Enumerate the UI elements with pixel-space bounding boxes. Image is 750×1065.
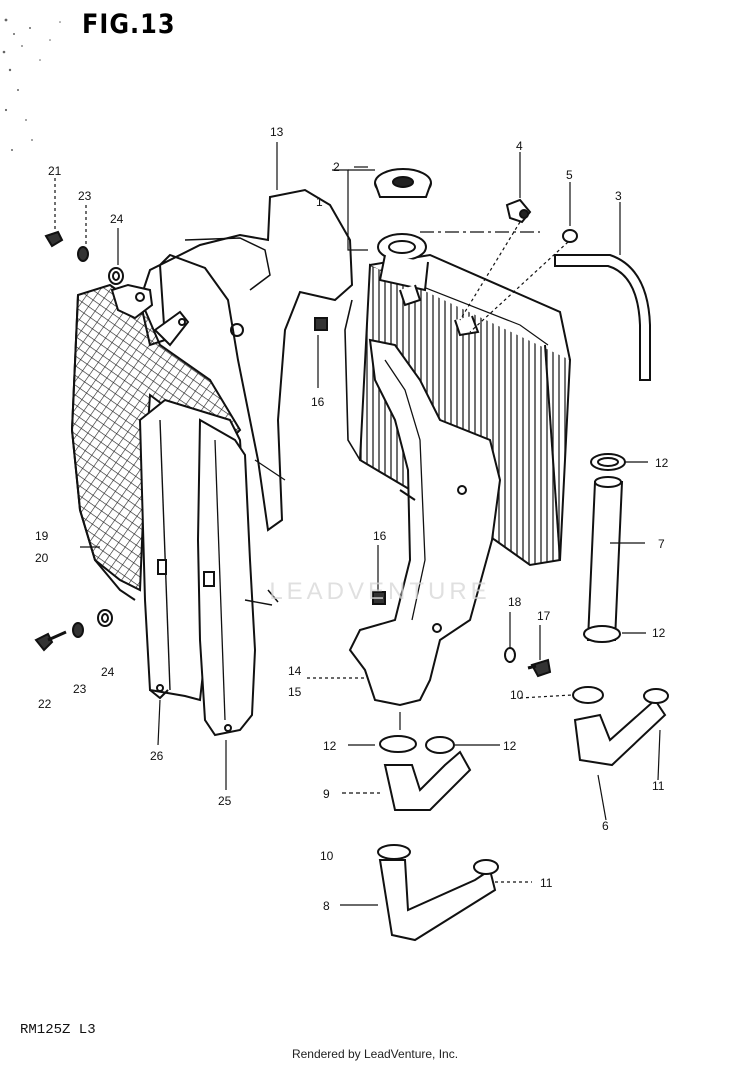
radiator-side-cover xyxy=(348,338,502,707)
footer-credit: Rendered by LeadVenture, Inc. xyxy=(291,1047,459,1061)
callout-14: 14 xyxy=(288,664,302,678)
leader-lines xyxy=(54,142,661,906)
callout-18: 18 xyxy=(508,595,522,609)
callout-10-upper: 10 xyxy=(510,688,524,702)
model-code: RM125Z L3 xyxy=(20,1022,96,1038)
callout-19: 19 xyxy=(35,529,49,543)
callout-9: 9 xyxy=(323,787,330,801)
callout-2: 2 xyxy=(333,160,340,174)
callout-12-top: 12 xyxy=(655,456,669,470)
radiator-cap xyxy=(374,168,432,198)
bent-hose-middle xyxy=(379,735,472,811)
figure-title: FIG.13 xyxy=(82,8,176,40)
callout-1: 1 xyxy=(316,195,323,209)
callout-5: 5 xyxy=(566,168,573,182)
callout-8: 8 xyxy=(323,899,330,913)
callout-3: 3 xyxy=(615,189,622,203)
callout-24-upper: 24 xyxy=(110,212,124,226)
watermark-text: LEADVENTURE xyxy=(269,578,491,605)
callout-25: 25 xyxy=(218,794,232,808)
callout-24-lower: 24 xyxy=(101,665,115,679)
callout-16-upper: 16 xyxy=(311,395,325,409)
small-parts xyxy=(34,198,578,678)
callout-17: 17 xyxy=(537,609,551,623)
callout-11-upper: 11 xyxy=(652,779,665,793)
callout-23-lower: 23 xyxy=(73,682,87,696)
callout-26: 26 xyxy=(150,749,164,763)
print-speckle xyxy=(2,18,61,151)
bent-hose-right xyxy=(572,686,669,767)
callout-11-lower: 11 xyxy=(540,876,553,890)
callout-4: 4 xyxy=(516,139,523,153)
radiator-guard-mesh xyxy=(70,283,242,601)
overflow-hose xyxy=(554,254,651,381)
callout-12-right: 12 xyxy=(503,739,517,753)
callout-12-mid: 12 xyxy=(652,626,666,640)
callout-15: 15 xyxy=(288,685,302,699)
callout-7: 7 xyxy=(658,537,665,551)
callout-22: 22 xyxy=(38,697,52,711)
callout-21: 21 xyxy=(48,164,62,178)
callout-6: 6 xyxy=(602,819,609,833)
outer-guard-panel xyxy=(196,418,273,737)
radiator-shroud xyxy=(138,188,354,603)
callout-23-upper: 23 xyxy=(78,189,92,203)
callout-20: 20 xyxy=(35,551,49,565)
callout-16-lower: 16 xyxy=(373,529,387,543)
straight-hose xyxy=(583,453,626,643)
callout-13: 13 xyxy=(270,125,284,139)
callout-12-left: 12 xyxy=(323,739,337,753)
callout-10-lower: 10 xyxy=(320,849,334,863)
bent-hose-lower xyxy=(377,844,499,942)
